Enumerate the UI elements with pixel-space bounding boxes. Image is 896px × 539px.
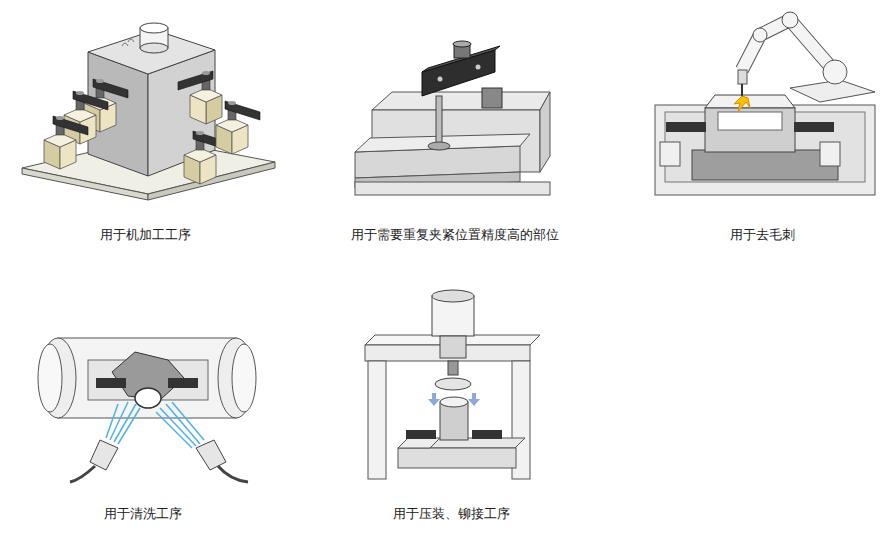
- caption-label: 用于机加工工序: [100, 227, 191, 243]
- deburr-figure: [655, 12, 875, 195]
- machining-figure: [22, 23, 275, 200]
- caption-label: 用于压装、铆接工序: [393, 506, 510, 522]
- cleaning-figure: [38, 338, 256, 482]
- press-figure: [365, 290, 540, 479]
- caption-label: 用于清洗工序: [104, 506, 182, 522]
- repeat-clamp-figure: [355, 41, 550, 195]
- caption-label: 用于需要重复夹紧位置精度高的部位: [351, 227, 559, 243]
- caption-label: 用于去毛刺: [730, 227, 795, 243]
